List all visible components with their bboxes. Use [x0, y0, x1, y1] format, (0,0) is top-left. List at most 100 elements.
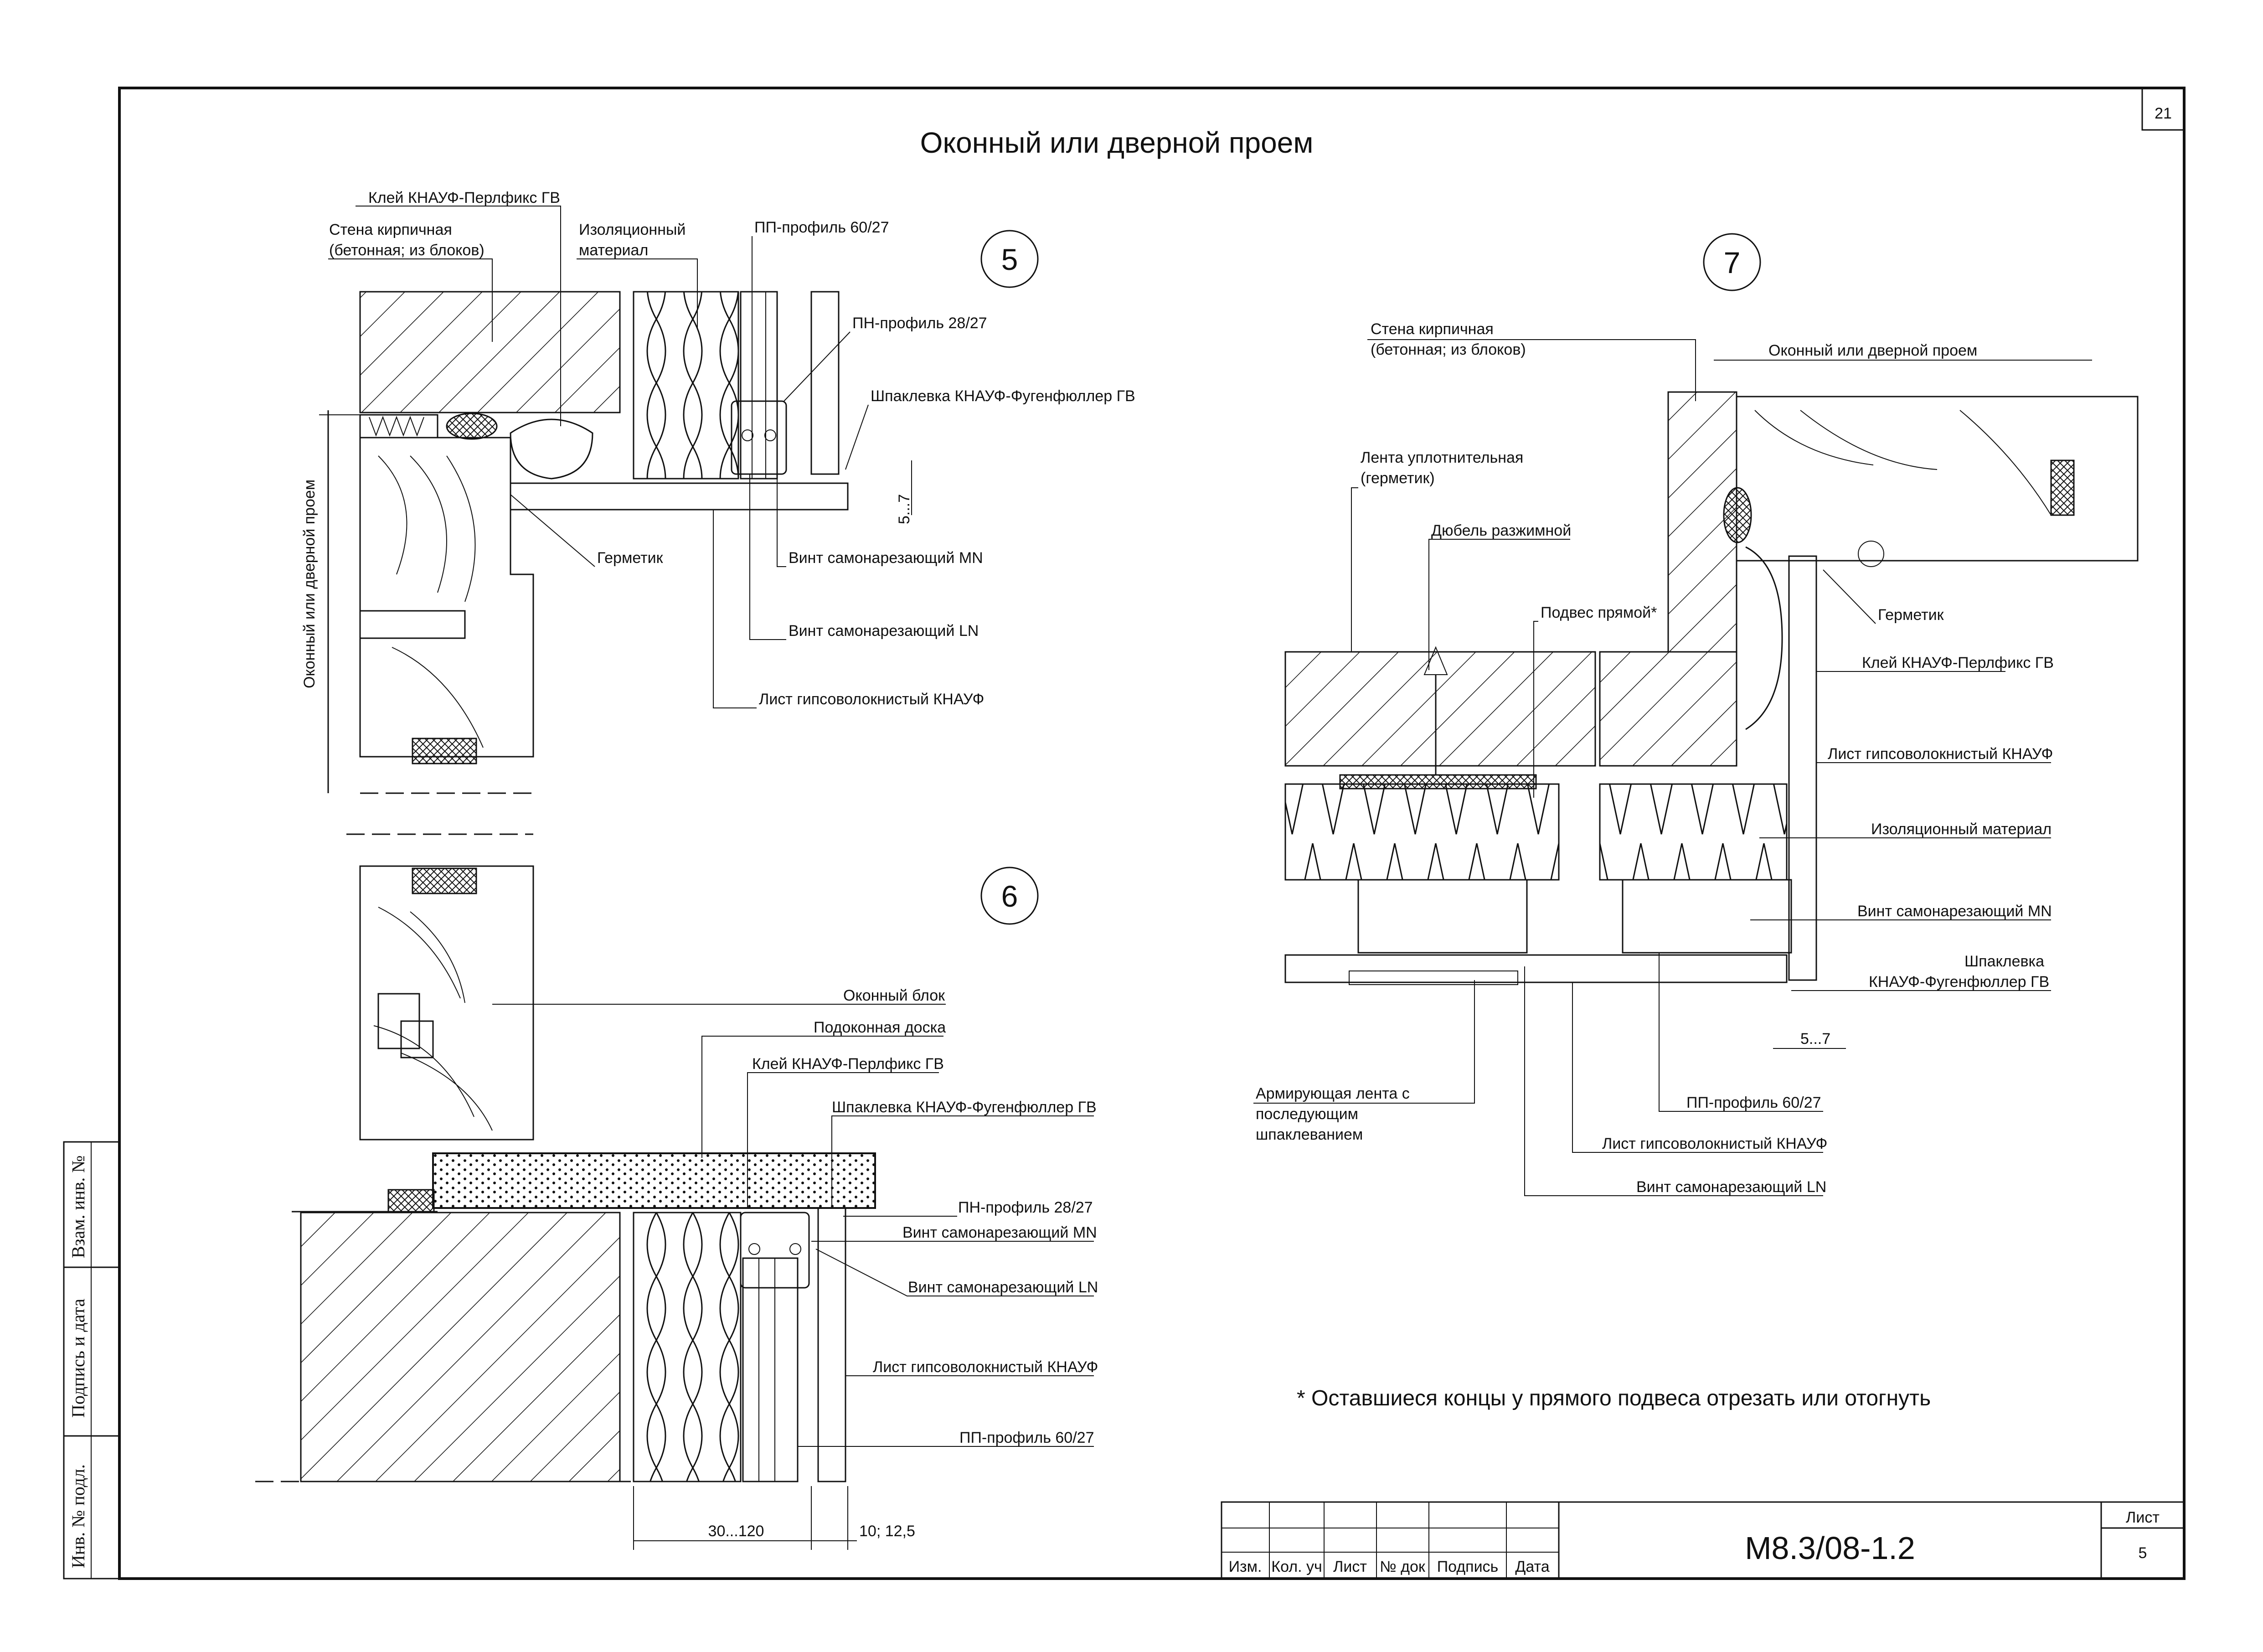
- d7-label-screw-ln: Винт самонарезающий LN: [1636, 1178, 1826, 1196]
- insulation-6: [633, 1212, 742, 1482]
- tb-col-list: Лист: [1333, 1558, 1367, 1575]
- stamp-podpis-data: Подпись и дата: [68, 1299, 88, 1418]
- drawing-code: М8.3/08-1.2: [1745, 1530, 1915, 1566]
- detail-5: 5 Оконный или дверной проем Клей КН: [301, 189, 1135, 794]
- d7-label-insulation: Изоляционный материал: [1871, 821, 2052, 838]
- d6-label-putty: Шпаклевка КНАУФ-Фугенфюллер ГВ: [832, 1099, 1097, 1116]
- window-sill-6: [432, 1152, 876, 1209]
- detail-6: 6 30...120 10; 12,5 Оконны: [255, 833, 1098, 1550]
- gypsum-sheet-6: [817, 1207, 846, 1482]
- brick-wall-7-vertical: [1667, 391, 1737, 653]
- tb-col-sign: Подпись: [1437, 1558, 1499, 1575]
- d7-label-dowel: Дюбель разжимной: [1431, 522, 1571, 539]
- d7-label-tape-2: (герметик): [1361, 470, 1435, 487]
- detail-6-number: 6: [1001, 879, 1018, 913]
- window-frame-7: [1736, 396, 2139, 562]
- d5-label-screw-ln: Винт самонарезающий LN: [789, 622, 979, 640]
- d5-label-insulation-2: материал: [579, 242, 648, 259]
- d7-label-wall-1: Стена кирпичная: [1371, 320, 1494, 338]
- d7-label-sealant: Герметик: [1878, 606, 1944, 624]
- tb-col-izm: Изм.: [1229, 1558, 1262, 1575]
- d7-label-reinf-1: Армирующая лента с: [1256, 1085, 1410, 1102]
- page-number: 21: [2155, 105, 2172, 122]
- d6-dim-1: 30...120: [708, 1523, 764, 1540]
- page-number-box: [2141, 87, 2185, 131]
- d6-label-sheet: Лист гипсоволокнистый КНАУФ: [873, 1358, 1098, 1376]
- d7-label-sheet: Лист гипсоволокнистый КНАУФ: [1828, 745, 2053, 763]
- brick-wall-5: [359, 291, 621, 413]
- insulation-7-right: [1599, 783, 1788, 881]
- d5-label-glue: Клей КНАУФ-Перлфикс ГВ: [368, 189, 560, 206]
- d6-label-screw-ln: Винт самонарезающий LN: [908, 1279, 1098, 1296]
- d6-label-pp-profile: ПП-профиль 60/27: [959, 1429, 1094, 1446]
- sheet-label: Лист: [2126, 1509, 2160, 1526]
- sheet-title: Оконный или дверной проем: [920, 126, 1314, 159]
- detail-5-number: 5: [1001, 243, 1018, 276]
- d5-label-putty: Шпаклевка КНАУФ-Фугенфюллер ГВ: [871, 387, 1135, 405]
- d6-label-screw-mn: Винт самонарезающий MN: [902, 1224, 1097, 1241]
- side-stamp: Взам. инв. № Подпись и дата Инв. № подл.: [63, 1141, 120, 1580]
- window-block-6: [359, 865, 534, 1141]
- d7-label-pp-profile: ПП-профиль 60/27: [1686, 1094, 1821, 1111]
- footnote: * Оставшиеся концы у прямого подвеса отр…: [1297, 1386, 1931, 1410]
- sheet-frame: [118, 87, 2186, 1580]
- d7-label-sheet-2: Лист гипсоволокнистый КНАУФ: [1602, 1135, 1827, 1152]
- d7-label-reinf-2: последующим: [1256, 1105, 1358, 1123]
- pn-profile-5: [731, 400, 787, 475]
- gypsum-sheet-5-vertical: [810, 291, 840, 475]
- d5-label-wall-1: Стена кирпичная: [329, 221, 452, 238]
- tb-col-kol: Кол. уч: [1271, 1558, 1322, 1575]
- gypsum-sheet-7-vertical: [1788, 555, 1817, 981]
- detail-7-number: 7: [1724, 246, 1741, 279]
- brick-wall-7-right: [1599, 651, 1737, 767]
- title-block: Изм. Кол. уч Лист № док Подпись Дата М8.…: [1221, 1501, 2185, 1580]
- brick-wall-7-left: [1284, 651, 1596, 767]
- d5-label-wall-2: (бетонная; из блоков): [329, 242, 485, 259]
- tb-col-date: Дата: [1515, 1558, 1549, 1575]
- pp-profile-7-right: [1622, 879, 1792, 954]
- gypsum-sheet-7-ceiling: [1284, 954, 1788, 983]
- detail-5-marker: [980, 230, 1039, 288]
- pp-profile-6: [742, 1257, 799, 1482]
- d5-label-pn-profile: ПН-профиль 28/27: [852, 315, 987, 332]
- d5-dim: 5...7: [896, 494, 913, 524]
- brick-wall-6: [300, 1212, 621, 1482]
- pn-profile-6: [740, 1212, 810, 1289]
- insulation-7-left: [1284, 783, 1560, 881]
- d7-label-hanger: Подвес прямой*: [1541, 604, 1657, 621]
- d7-label-putty-2: КНАУФ-Фугенфюллер ГВ: [1869, 973, 2049, 991]
- d7-label-tape-1: Лента уплотнительная: [1361, 449, 1523, 466]
- stamp-inv-podl: Инв. № подл.: [68, 1464, 88, 1568]
- d6-label-sill: Подоконная доска: [814, 1019, 946, 1036]
- d5-label-screw-mn: Винт самонарезающий MN: [789, 549, 983, 567]
- d7-label-putty-1: Шпаклевка: [1964, 953, 2044, 970]
- d7-label-reinf-3: шпаклеванием: [1256, 1126, 1363, 1143]
- stamp-vzam-inv: Взам. инв. №: [68, 1156, 88, 1258]
- detail-7-marker: [1703, 233, 1761, 291]
- d5-label-sealant: Герметик: [597, 549, 664, 567]
- d5-label-insulation-1: Изоляционный: [579, 221, 686, 238]
- d7-dim: 5...7: [1800, 1030, 1830, 1048]
- pp-profile-7-left: [1357, 879, 1528, 954]
- d6-dim-2: 10; 12,5: [859, 1523, 915, 1540]
- gypsum-sheet-5-horizontal: [510, 482, 849, 511]
- window-frame-5: [359, 437, 534, 758]
- d5-label-sheet: Лист гипсоволокнистый КНАУФ: [759, 691, 984, 708]
- d7-label-glue: Клей КНАУФ-Перлфикс ГВ: [1862, 654, 2054, 671]
- detail-6-marker: [980, 867, 1039, 925]
- detail-7: 7 Стена кирпичная (бетонная; из блоков) …: [1253, 233, 2139, 1196]
- detail-5-opening-label: Оконный или дверной проем: [301, 480, 318, 688]
- d5-label-pp-profile: ПП-профиль 60/27: [754, 219, 889, 236]
- d7-label-opening: Оконный или дверной проем: [1768, 342, 1977, 359]
- sheet-number: 5: [2139, 1544, 2147, 1562]
- d6-label-glue: Клей КНАУФ-Перлфикс ГВ: [752, 1055, 944, 1073]
- tb-col-doc: № док: [1380, 1558, 1426, 1575]
- insulation-5: [633, 291, 739, 480]
- d7-label-screw-mn: Винт самонарезающий MN: [1857, 903, 2052, 920]
- glue-dab-5: [510, 418, 593, 480]
- d6-label-pn-profile: ПН-профиль 28/27: [958, 1199, 1093, 1216]
- d6-label-window-block: Оконный блок: [843, 987, 945, 1004]
- pp-profile-5: [740, 291, 778, 480]
- d7-label-wall-2: (бетонная; из блоков): [1371, 341, 1526, 358]
